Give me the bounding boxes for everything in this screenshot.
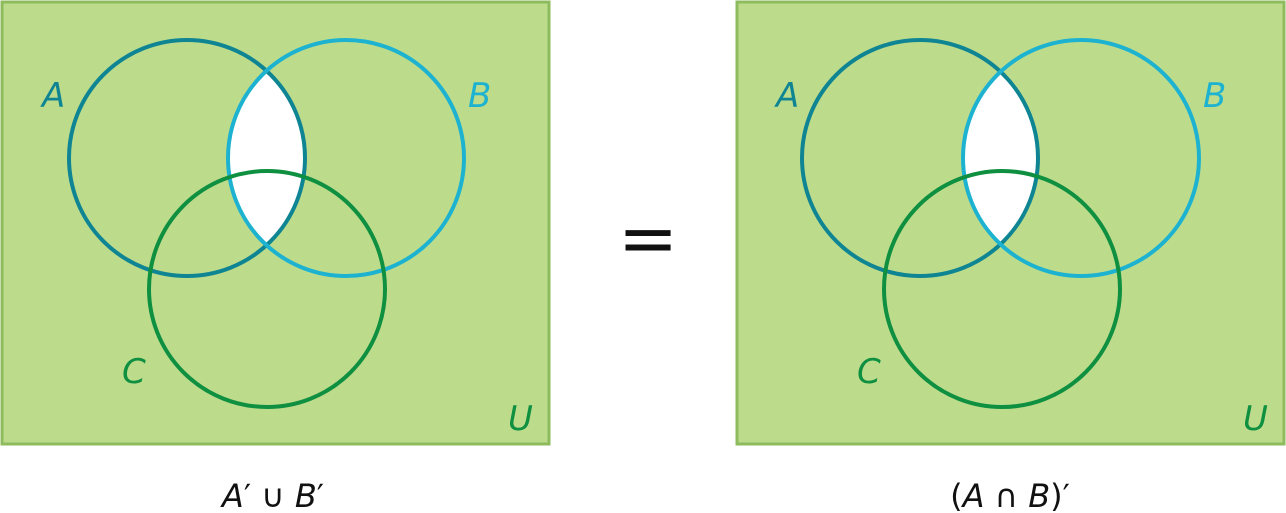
right-label-universe: U (1243, 399, 1268, 439)
right-label-c: C (857, 352, 881, 392)
left-circle-a (67, 38, 307, 278)
left-caption-prime-1: ′ (244, 477, 251, 513)
right-caption: (A ∩ B)′ (950, 477, 1070, 513)
left-caption-union: ∪ (251, 477, 295, 513)
left-caption-prime-2: ′ (317, 477, 324, 513)
right-circle-a (800, 38, 1040, 278)
left-circle-c (147, 169, 387, 409)
right-caption-close-prime: )′ (1050, 477, 1070, 513)
right-universe-rect (735, 0, 1286, 446)
left-caption-a: A (220, 477, 244, 513)
right-circle-b (961, 38, 1201, 278)
right-circle-c (882, 169, 1122, 409)
left-label-b: B (468, 76, 491, 116)
left-caption: A′ ∪ B′ (220, 477, 324, 513)
left-label-c: C (122, 352, 146, 392)
right-caption-open-paren: ( (950, 477, 962, 513)
right-caption-b: B (1028, 477, 1050, 513)
left-venn-diagram: A B C U (0, 0, 551, 446)
right-caption-a: A (961, 477, 985, 513)
left-circle-b (226, 38, 466, 278)
right-label-b: B (1203, 76, 1226, 116)
right-caption-intersect: ∩ (984, 477, 1028, 513)
left-label-universe: U (508, 399, 533, 439)
left-caption-b: B (295, 477, 317, 513)
equals-sign: = (618, 196, 678, 280)
right-venn-diagram: A B C U (735, 0, 1286, 446)
right-label-a: A (774, 76, 799, 116)
left-label-a: A (40, 76, 65, 116)
